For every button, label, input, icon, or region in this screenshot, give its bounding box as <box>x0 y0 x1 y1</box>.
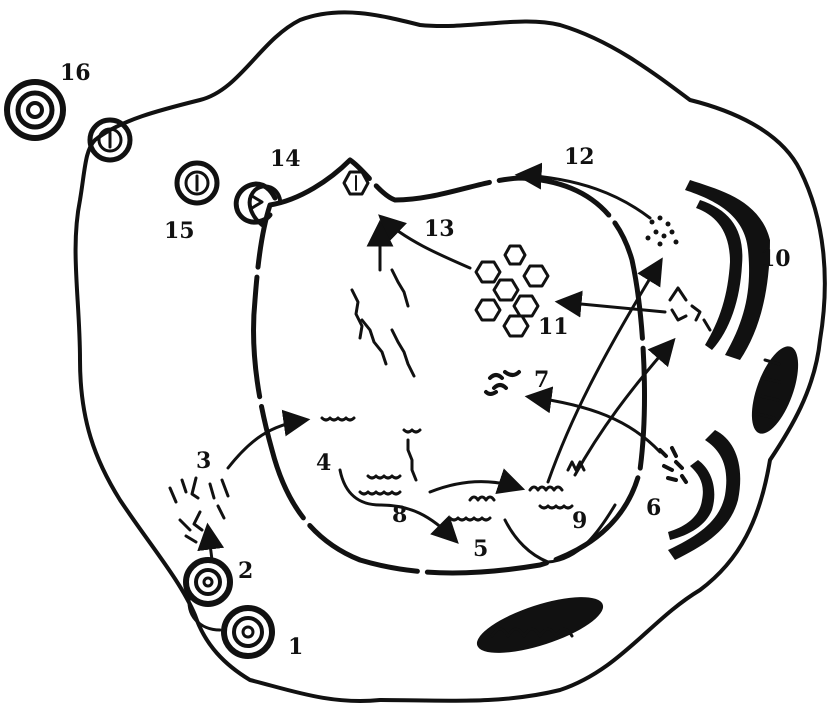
ribosome-proteins-10 <box>668 286 712 332</box>
arrow-9-10a <box>546 257 663 484</box>
label-14: 14 <box>270 146 301 172</box>
enveloped-virus-15 <box>174 160 220 206</box>
nucleic-acid-strands <box>320 268 586 522</box>
extracellular-virus-16 <box>4 79 66 141</box>
uncoating-fragments-3 <box>168 476 230 544</box>
nuclear-envelope <box>251 157 647 576</box>
label-16: 16 <box>60 60 91 86</box>
mitochondrion-bottom <box>476 597 604 653</box>
arrow-5-out <box>503 503 617 564</box>
arrow-3-4 <box>226 409 311 470</box>
label-7: 7 <box>534 367 549 393</box>
endoplasmic-reticulum <box>668 180 770 560</box>
label-15: 15 <box>164 218 195 244</box>
cell-membrane <box>73 10 827 703</box>
label-6: 6 <box>646 495 661 521</box>
arrow-6-7 <box>524 386 662 454</box>
budding-virus-membrane <box>87 117 133 163</box>
nuclear-bud <box>247 184 282 227</box>
label-2: 2 <box>238 558 253 584</box>
label-4: 4 <box>316 450 331 476</box>
virus-attaching-1 <box>221 605 275 659</box>
arrow-10-11 <box>554 290 667 318</box>
capsids-11 <box>474 244 550 338</box>
label-8: 8 <box>392 502 407 528</box>
arrow-4-8 <box>338 468 459 544</box>
mitochondrion-right <box>751 346 799 434</box>
label-1: 1 <box>288 634 303 660</box>
label-10: 10 <box>760 246 791 272</box>
arrow-9-10b <box>573 337 676 477</box>
label-11: 11 <box>538 314 569 340</box>
virion-13 <box>342 170 370 196</box>
viral-proteins-6 <box>658 446 688 484</box>
virus-acquiring-envelope-14 <box>233 181 278 225</box>
arrow-2-3 <box>197 522 225 562</box>
arrow-8-9 <box>428 468 526 494</box>
proteins-7 <box>484 370 521 396</box>
label-5: 5 <box>473 536 488 562</box>
label-13: 13 <box>424 216 455 242</box>
ribosomes-12 <box>645 215 679 247</box>
arrow-12 <box>514 162 652 220</box>
label-12: 12 <box>564 144 595 170</box>
virus-entering-2 <box>183 557 233 632</box>
label-3: 3 <box>196 448 211 474</box>
label-9: 9 <box>572 508 587 534</box>
